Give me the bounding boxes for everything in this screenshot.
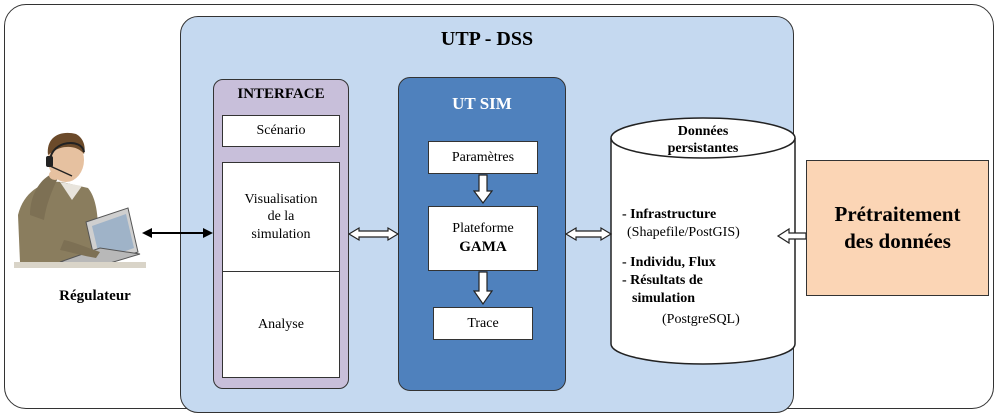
donnees-title-line-1: Données (677, 124, 729, 139)
analyse-label: Analyse (258, 316, 304, 332)
double-arrow-utsim-donnees (564, 226, 613, 242)
trace-box: Trace (433, 307, 533, 340)
visualisation-line-2: de la (267, 209, 295, 225)
visualisation-line-3: simulation (251, 226, 311, 242)
regulateur-label: Régulateur (59, 288, 131, 304)
interface-title: INTERFACE (237, 86, 325, 102)
resultats-label-line-1: - Résultats de (622, 273, 703, 288)
resultats-label-line-2: simulation (632, 291, 696, 306)
arrow-parametres-to-gama (472, 174, 494, 204)
scenario-label: Scénario (256, 123, 306, 139)
database-cylinder (610, 117, 796, 365)
donnees-title-line-2: persistantes (667, 140, 739, 156)
regulateur-user-icon (14, 132, 146, 268)
donnees-title: Données persistantes (611, 124, 795, 158)
plateforme-gama-box: Plateforme GAMA (428, 206, 538, 271)
parametres-label: Paramètres (451, 149, 515, 165)
visualisation-line-1: Visualisation (244, 191, 318, 207)
parametres-box: Paramètres (428, 141, 538, 174)
plateforme-label: Plateforme (452, 221, 514, 237)
trace-label: Trace (467, 315, 499, 331)
infrastructure-label: - Infrastructure (622, 207, 717, 222)
utp-dss-title: UTP - DSS (440, 28, 534, 50)
visualisation-box: Visualisation de la simulation (222, 162, 340, 272)
postgresql-label: (PostgreSQL) (662, 312, 740, 327)
pretraitement-line-1: Prétraitement (834, 201, 961, 226)
individu-flux-label: - Individu, Flux (622, 255, 716, 270)
double-arrow-regulateur-interface (142, 228, 213, 238)
analyse-box: Analyse (222, 271, 340, 378)
infrastructure-detail: (Shapefile/PostGIS) (627, 225, 740, 240)
gama-label: GAMA (459, 238, 507, 255)
pretraitement-box: Prétraitement des données (806, 160, 989, 296)
pretraitement-line-2: des données (844, 229, 951, 253)
scenario-box: Scénario (222, 115, 340, 147)
arrow-gama-to-trace (472, 271, 494, 306)
double-arrow-interface-utsim (347, 226, 400, 242)
ut-sim-title: UT SIM (452, 94, 512, 113)
